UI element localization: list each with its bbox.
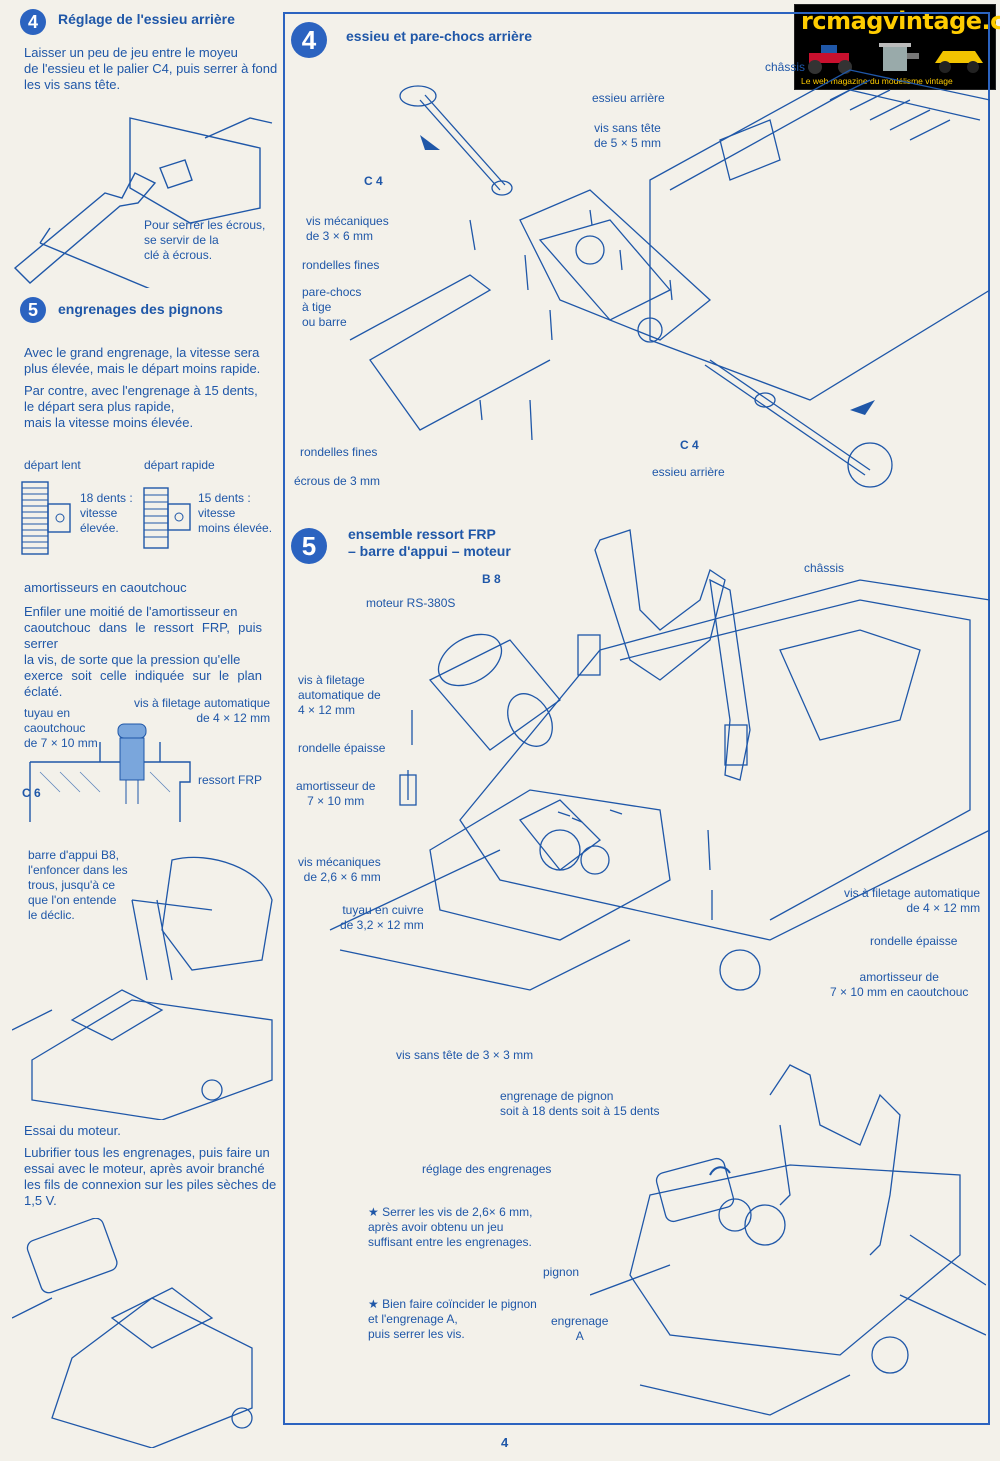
gear-18-icon [21, 481, 71, 555]
c4-label-bottom: C 4 [680, 438, 699, 452]
motor-test-illustration [12, 1218, 253, 1448]
frp-spring-label: ressort FRP [198, 773, 263, 787]
thin-washers-label: rondelles fines [302, 258, 380, 272]
thin-washers-label-2: rondelles fines [300, 445, 378, 459]
motor-test-title: Essai du moteur. [24, 1123, 121, 1138]
step-5-badge: 5 [20, 297, 46, 323]
motor-rs380s-label: moteur RS-380S [366, 596, 456, 610]
step-5-paragraph-2: Par contre, avec l'engrenage à 15 dents,… [24, 383, 258, 430]
right-step-5-title: ensemble ressort FRP– barre d'appui – mo… [348, 526, 511, 559]
right-step-4-badge: 4 [291, 22, 327, 58]
bar-insert-illustration [12, 856, 273, 1120]
main-frame [283, 12, 990, 1425]
chassis-label-s5: châssis [804, 561, 845, 575]
wrench-illustration [13, 117, 273, 288]
motor-test-body: Lubrifier tous les engrenages, puis fair… [24, 1145, 277, 1208]
page-number: 4 [501, 1435, 509, 1450]
nuts-3mm-label: écrous de 3 mm [294, 474, 381, 488]
step-4-title: Réglage de l'essieu arrière [58, 11, 235, 27]
damper-section-illustration [29, 723, 191, 822]
gear-adjust-title: réglage des engrenages [422, 1162, 552, 1176]
c4-label-top: C 4 [364, 174, 383, 188]
step-5-title: engrenages des pignons [58, 301, 223, 317]
axle-bumper-exploded-diagram [349, 69, 990, 488]
step-5-paragraph-1: Avec le grand engrenage, la vitesse sera… [24, 345, 261, 376]
rubber-damper-title: amortisseurs en caoutchouc [24, 580, 187, 595]
pinion-label: pignon [543, 1265, 580, 1279]
right-step-5-badge: 5 [291, 528, 327, 564]
engine-icon [879, 43, 919, 71]
slow-start-label: départ lent [24, 458, 81, 472]
chassis-label-top: châssis [765, 60, 806, 74]
logo-tagline: Le web magazine du modélisme vintage [801, 76, 953, 86]
axle-label-top: essieu arrière [592, 91, 665, 105]
thick-washer-label: rondelle épaisse [298, 741, 386, 755]
thick-washer-label-right: rondelle épaisse [870, 934, 958, 948]
gear-15-icon [143, 487, 191, 549]
step-4-badge: 4 [20, 9, 46, 35]
gear-adjust-note-1: ★ Serrer les vis de 2,6× 6 mm,après avoi… [368, 1205, 533, 1249]
gear-adjust-illustration [590, 1064, 986, 1416]
frp-bar-motor-exploded-diagram [329, 529, 990, 991]
c6-label: C 6 [22, 786, 41, 800]
axle-label-bottom: essieu arrière [652, 465, 725, 479]
right-step-4-title: essieu et pare-chocs arrière [346, 28, 532, 44]
fast-start-label: départ rapide [144, 458, 215, 472]
setscrew-3x3-label: vis sans tête de 3 × 3 mm [396, 1048, 534, 1062]
car-icon [935, 51, 983, 73]
site-logo[interactable]: rcmagvintage.com Le web magazine du modé… [794, 4, 1000, 90]
b8-label: B 8 [482, 572, 501, 586]
logo-title: rcmagvintage.com [801, 7, 1000, 35]
